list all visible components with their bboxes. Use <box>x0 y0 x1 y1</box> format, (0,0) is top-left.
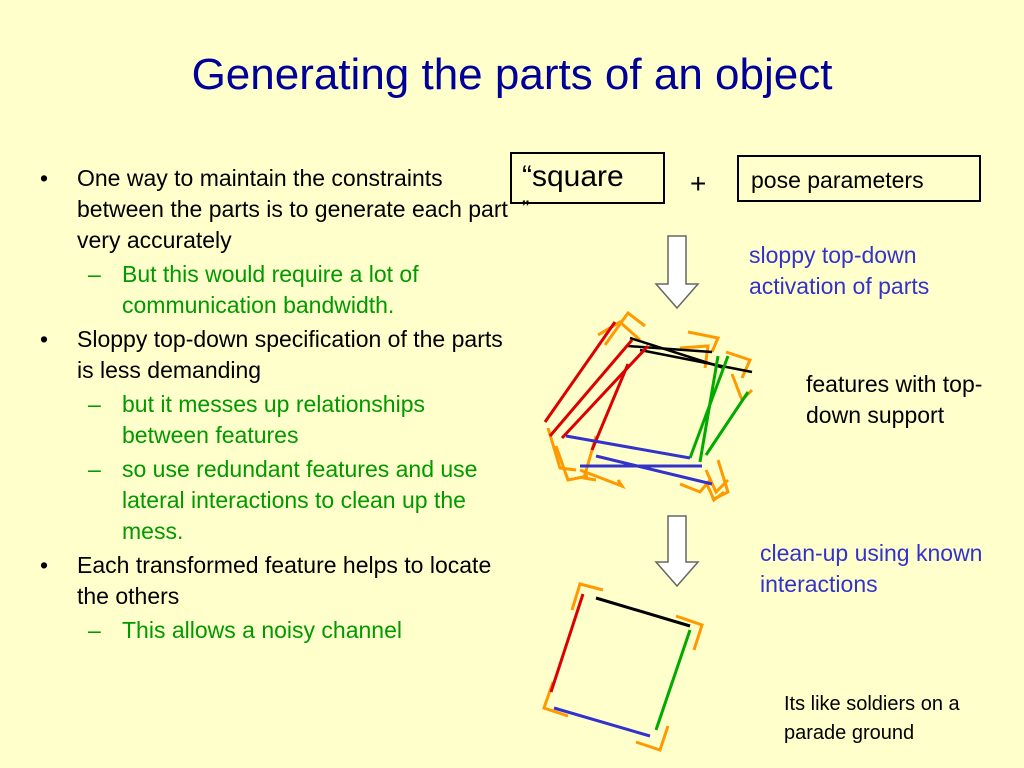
square-label: “square <box>522 160 624 193</box>
green-right-bars <box>688 355 750 463</box>
label-sloppy-activation: sloppy top-down activation of parts <box>749 242 930 299</box>
orange-corner-markers <box>546 310 754 503</box>
label-features-support: features with top-down support <box>806 371 983 428</box>
dash-icon: – <box>88 617 101 643</box>
blue-bottom-bars <box>565 434 713 486</box>
slide-title: Generating the parts of an object <box>191 50 833 99</box>
messy-square <box>543 310 754 503</box>
clean-square <box>542 582 704 752</box>
square-close-quote: ” <box>522 196 530 221</box>
bullet-text: Sloppy top-down specification of the par… <box>77 326 503 383</box>
red-left-bars <box>543 321 650 451</box>
pose-parameters-box: pose parameters <box>737 155 981 202</box>
square-box: “square ” <box>510 152 665 221</box>
dash-icon: – <box>88 261 101 287</box>
bullet-dot-icon: • <box>40 552 49 578</box>
sub-bullet-text: so use redundant features and use latera… <box>122 456 478 544</box>
label-soldiers: Its like soldiers on a parade ground <box>784 693 960 744</box>
down-arrow-icon <box>654 235 700 310</box>
bullet-dot-icon: • <box>40 326 49 352</box>
bullet-list: • One way to maintain the constraints bet… <box>40 163 510 649</box>
bullet-text: One way to maintain the constraints betw… <box>77 165 508 253</box>
red-bar <box>549 593 585 693</box>
sub-bullet-item: –so use redundant features and use later… <box>40 454 510 547</box>
bullet-text: Each transformed feature helps to locate… <box>77 552 492 609</box>
dash-icon: – <box>88 456 101 482</box>
down-arrow-icon <box>654 515 700 588</box>
bullet-item: • One way to maintain the constraints bet… <box>40 163 510 256</box>
black-top-bars <box>627 336 753 374</box>
bullet-dot-icon: • <box>40 165 49 191</box>
sub-bullet-text: But this would require a lot of communic… <box>122 261 419 318</box>
dash-icon: – <box>88 391 101 417</box>
bullet-item: • Sloppy top-down specification of the pa… <box>40 324 510 386</box>
sub-bullet-item: –This allows a noisy channel <box>40 615 510 646</box>
sub-bullet-item: –But this would require a lot of communi… <box>40 259 510 321</box>
blue-bar <box>553 706 651 738</box>
plus-sign: + <box>690 168 707 199</box>
sub-bullet-text: This allows a noisy channel <box>122 617 402 643</box>
bullet-item: • Each transformed feature helps to locat… <box>40 550 510 612</box>
black-bar <box>595 596 691 628</box>
green-bar <box>654 629 692 731</box>
label-cleanup: clean-up using known interactions <box>760 540 983 597</box>
sub-bullet-item: –but it messes up relationships between … <box>40 389 510 451</box>
sub-bullet-text: but it messes up relationships between f… <box>122 391 425 448</box>
